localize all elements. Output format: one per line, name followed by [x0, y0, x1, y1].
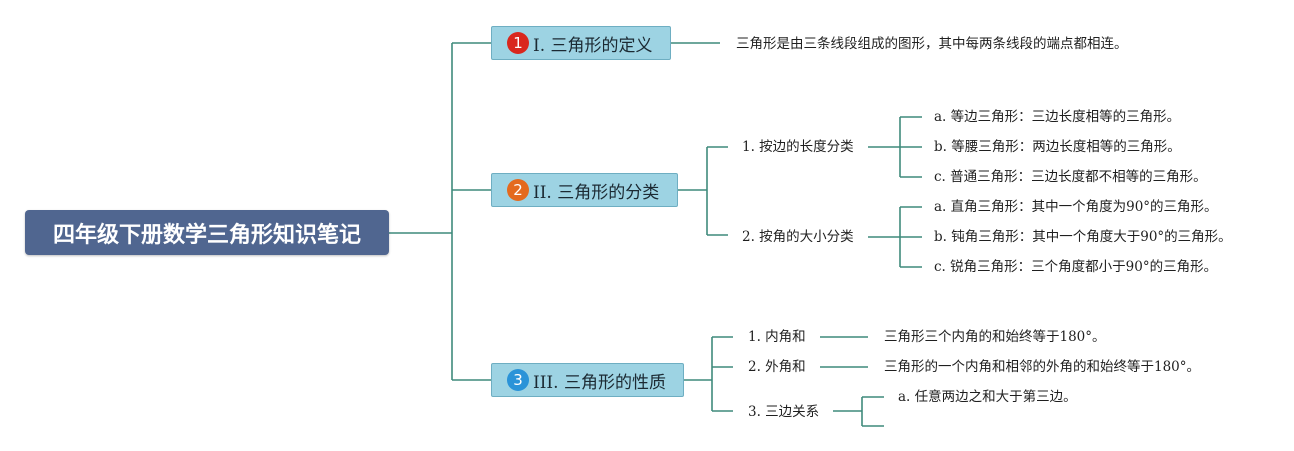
definition-text: 三角形是由三条线段组成的图形，其中每两条线段的端点都相连。: [736, 35, 1128, 53]
number-badge-icon: 2: [507, 179, 529, 201]
section-classification[interactable]: 2 II. 三角形的分类: [491, 173, 678, 207]
section-title: III. 三角形的性质: [533, 372, 666, 393]
list-item: c. 普通三角形：三边长度都不相等的三角形。: [934, 168, 1207, 186]
property-label-exterior: 2. 外角和: [748, 358, 806, 376]
list-item: a. 任意两边之和大于第三边。: [898, 388, 1077, 406]
section-title: II. 三角形的分类: [533, 182, 660, 203]
property-label-sides: 3. 三边关系: [748, 403, 820, 421]
section-properties[interactable]: 3 III. 三角形的性质: [491, 363, 684, 397]
group-label-by-sides: 1. 按边的长度分类: [742, 138, 854, 156]
list-item: b. 等腰三角形：两边长度相等的三角形。: [934, 138, 1181, 156]
section-definition[interactable]: 1 I. 三角形的定义: [491, 26, 671, 60]
property-detail: 三角形的一个内角和相邻的外角的和始终等于180°。: [884, 358, 1201, 376]
root-topic[interactable]: 四年级下册数学三角形知识笔记: [25, 210, 389, 255]
list-item: c. 锐角三角形：三个角度都小于90°的三角形。: [934, 258, 1218, 276]
root-title: 四年级下册数学三角形知识笔记: [52, 222, 361, 248]
property-label-interior: 1. 内角和: [748, 328, 806, 346]
number-badge-icon: 3: [507, 369, 529, 391]
list-item: a. 直角三角形：其中一个角度为90°的三角形。: [934, 198, 1218, 216]
property-detail: 三角形三个内角的和始终等于180°。: [884, 328, 1106, 346]
group-label-by-angles: 2. 按角的大小分类: [742, 228, 854, 246]
section-title: I. 三角形的定义: [533, 35, 653, 56]
list-item: a. 等边三角形：三边长度相等的三角形。: [934, 108, 1181, 126]
number-badge-icon: 1: [507, 32, 529, 54]
list-item: b. 钝角三角形：其中一个角度大于90°的三角形。: [934, 228, 1232, 246]
